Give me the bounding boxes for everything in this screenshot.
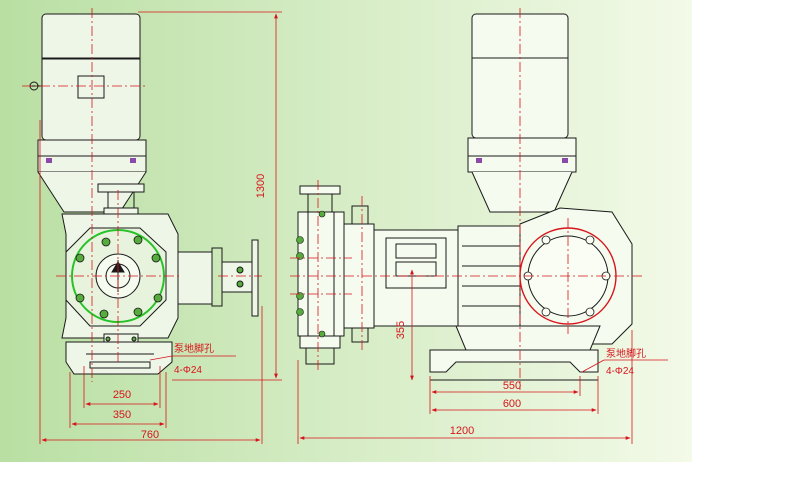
dim-width-350: 350	[113, 409, 131, 421]
foot-hole-label-left: 泵地脚孔	[174, 342, 214, 355]
side-centerlines	[290, 8, 644, 390]
motor-bolt-left	[46, 158, 52, 163]
dim-length-1200: 1200	[450, 425, 474, 437]
front-centerlines	[22, 8, 262, 382]
head-bolt	[101, 237, 111, 247]
head-bolt	[75, 253, 85, 263]
discharge-flange-front	[97, 183, 145, 193]
dim-length-550: 550	[503, 380, 521, 392]
head-bolt	[133, 235, 143, 245]
gear-cover-bolt	[541, 235, 551, 245]
side-dimensions	[297, 269, 668, 444]
foot-hole-spec-right: 4-Φ24	[606, 366, 634, 377]
front-dimensions	[39, 11, 282, 444]
side-view	[297, 13, 633, 381]
head-bolt	[151, 253, 161, 263]
relief-valve-top	[351, 205, 369, 225]
gear-cover-bolt	[585, 307, 595, 317]
dim-width-250: 250	[113, 389, 131, 401]
stroke-adjuster-knob	[221, 261, 253, 293]
dim-height-355: 355	[395, 321, 407, 339]
dim-length-600: 600	[503, 398, 521, 410]
suction-flange-side	[299, 335, 341, 349]
foot-hole-label-right: 泵地脚孔	[606, 347, 646, 360]
gear-cover-bolt	[585, 235, 595, 245]
motor-bolt-right	[562, 158, 568, 163]
motor-adapter-side	[467, 137, 577, 173]
head-bolt	[75, 293, 85, 303]
motor-bolt-left	[476, 158, 482, 163]
motor-body-front	[41, 13, 141, 141]
head-bolt	[133, 307, 143, 317]
stroke-adjuster-handwheel	[251, 239, 259, 317]
stroke-adjuster-housing	[177, 251, 213, 305]
pedestal-side	[455, 325, 601, 351]
pump-base-front	[65, 341, 173, 375]
gear-cover-bolt	[541, 307, 551, 317]
base-side	[429, 349, 599, 373]
motor-bolt-right	[130, 158, 136, 163]
side-head-bolts	[296, 210, 326, 338]
head-bolt	[99, 309, 109, 319]
motor-terminal-box	[77, 75, 105, 99]
motor-cone-side	[471, 171, 573, 213]
foot-hole-spec-left: 4-Φ24	[174, 365, 202, 376]
pump-head-side	[297, 211, 345, 337]
dim-height-total: 1300	[255, 174, 267, 198]
dim-width-760: 760	[141, 429, 159, 441]
head-bolt	[153, 293, 163, 303]
drain-valve-bottom	[351, 327, 369, 343]
discharge-flange-side	[299, 185, 341, 195]
